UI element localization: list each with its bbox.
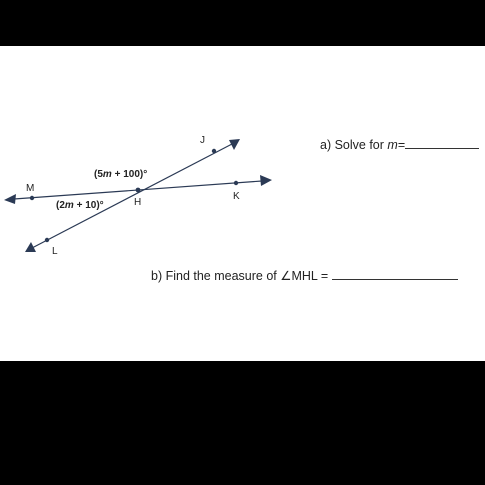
worksheet: J M H K L (5m + 100)° (2m + 10)° a) Solv… — [0, 46, 485, 361]
question-b-text: b) Find the measure of — [151, 269, 281, 283]
arrowhead-left — [4, 194, 16, 204]
question-a-suffix: = — [397, 138, 406, 152]
point-j-dot — [211, 148, 217, 154]
question-b: b) Find the measure of ∠MHL = — [151, 267, 458, 283]
label-j: J — [200, 135, 205, 146]
arrowhead-lower-left — [25, 242, 36, 252]
point-k-dot — [233, 180, 239, 186]
question-b-equals: = — [317, 269, 329, 283]
question-a-prefix: a) Solve for — [320, 138, 388, 152]
point-l-dot — [44, 237, 50, 243]
point-h-dot — [135, 187, 141, 193]
angle-lower-label: (2m + 10)° — [56, 200, 104, 211]
arrowhead-right — [260, 175, 272, 186]
question-a: a) Solve for m= — [320, 136, 480, 152]
question-a-variable: m — [387, 138, 398, 152]
label-k: K — [233, 191, 240, 202]
answer-blank-b[interactable] — [331, 267, 458, 280]
question-b-angle-name: MHL — [291, 269, 318, 283]
intersecting-lines-diagram: J M H K L (5m + 100)° (2m + 10)° — [4, 135, 272, 257]
line-lj — [31, 143, 233, 249]
answer-blank-a[interactable] — [405, 136, 480, 149]
angle-symbol-icon: ∠ — [280, 269, 292, 283]
label-m: M — [26, 183, 34, 194]
label-h: H — [134, 197, 141, 208]
label-l: L — [52, 246, 58, 257]
arrowhead-upper-right — [229, 139, 240, 150]
angle-upper-label: (5m + 100)° — [94, 169, 147, 180]
point-m-dot — [29, 195, 35, 201]
